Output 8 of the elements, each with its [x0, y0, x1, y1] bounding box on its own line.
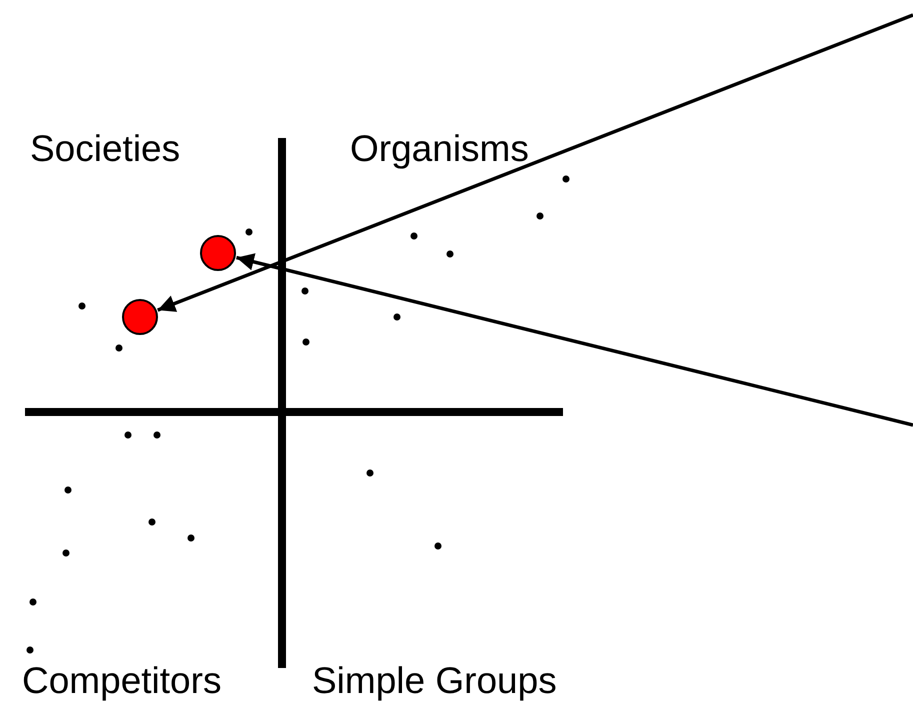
marker-circle [200, 235, 236, 271]
quadrant-label: Organisms [350, 128, 529, 170]
quadrant-label: Simple Groups [312, 660, 557, 702]
marker-circle [122, 299, 158, 335]
quadrant-label: Competitors [22, 660, 222, 702]
arrow [236, 253, 913, 427]
arrow [157, 13, 913, 312]
quadrant-label: Societies [30, 128, 180, 170]
